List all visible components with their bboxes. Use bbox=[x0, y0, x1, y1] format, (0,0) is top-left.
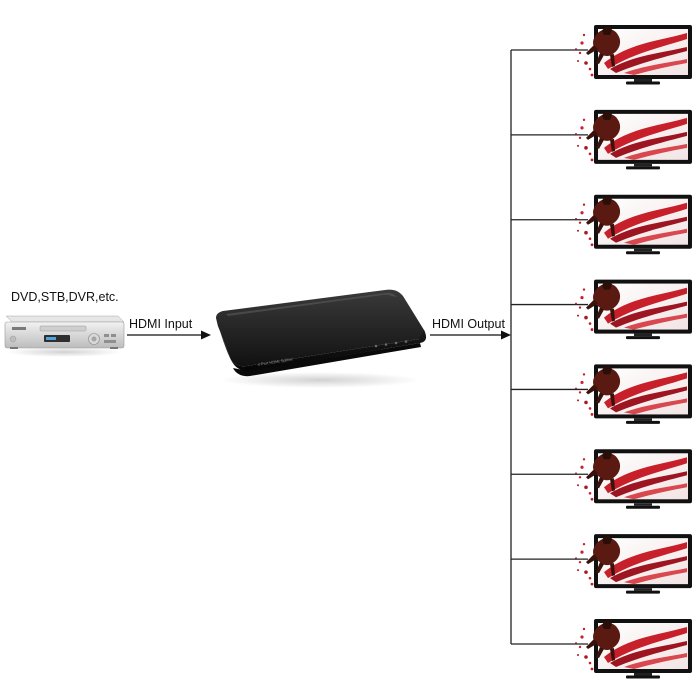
display-3 bbox=[511, 194, 692, 255]
hdmi-output-link: HDMI Output bbox=[430, 317, 511, 340]
display-4 bbox=[511, 279, 692, 340]
tv-screen-icon bbox=[575, 279, 692, 340]
hdmi-input-arrow-head bbox=[201, 330, 211, 340]
tv-screen-icon bbox=[575, 194, 692, 255]
tv-screen-icon bbox=[575, 619, 692, 679]
hdmi-splitter-icon: 4 Port HDMI Splitter bbox=[216, 289, 427, 388]
splitter-brand-mark: 4 Port HDMI Splitter bbox=[257, 356, 294, 367]
source-device-label: DVD,STB,DVR,etc. bbox=[11, 290, 119, 304]
dvd-player-icon bbox=[4, 315, 125, 357]
tv-screen-icon bbox=[575, 109, 692, 170]
display-6 bbox=[511, 449, 692, 509]
hdmi-input-label: HDMI Input bbox=[129, 317, 193, 331]
tv-screen-icon bbox=[575, 25, 692, 85]
display-7 bbox=[511, 534, 692, 594]
tv-screen-icon bbox=[575, 449, 692, 509]
hdmi-splitter: 4 Port HDMI Splitter bbox=[216, 289, 427, 388]
display-column bbox=[511, 25, 692, 679]
display-8 bbox=[511, 619, 692, 679]
display-1 bbox=[511, 25, 692, 85]
display-5 bbox=[511, 364, 692, 424]
source-device: DVD,STB,DVR,etc. bbox=[4, 290, 125, 357]
display-2 bbox=[511, 109, 692, 170]
hdmi-output-label: HDMI Output bbox=[432, 317, 505, 331]
tv-screen-icon bbox=[575, 364, 692, 424]
hdmi-input-link: HDMI Input bbox=[127, 317, 211, 340]
tv-screen-icon bbox=[575, 534, 692, 594]
hdmi-output-arrow-head bbox=[501, 330, 511, 340]
